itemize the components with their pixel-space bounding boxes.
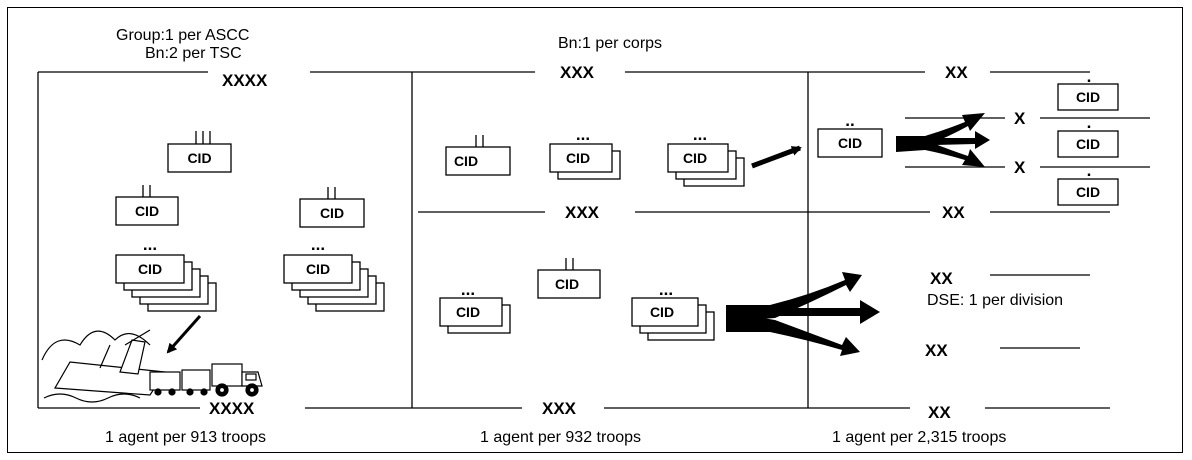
arrow-icon bbox=[751, 145, 802, 169]
cid-label: CID bbox=[566, 150, 590, 166]
arrow-icon bbox=[166, 315, 202, 354]
unit-dots: . bbox=[1087, 113, 1092, 132]
division-echelon-middle: XX bbox=[942, 203, 965, 222]
cid-detachment-unit: .. CID bbox=[817, 111, 883, 158]
arrow-icon bbox=[726, 272, 880, 356]
brigade-echelon-lower: X bbox=[1014, 158, 1026, 177]
cid-label: CID bbox=[838, 135, 862, 151]
company-dots: ... bbox=[659, 280, 673, 299]
division-echelon-upper: XX bbox=[930, 269, 953, 288]
division-ratio: 1 agent per 2,315 troops bbox=[832, 429, 1006, 446]
cid-label: CID bbox=[138, 261, 162, 277]
cid-company-stack: ... CID bbox=[115, 235, 217, 312]
corps-echelon-middle: XXX bbox=[565, 203, 600, 222]
bn-corps-note: Bn:1 per corps bbox=[558, 35, 662, 52]
company-dots: ... bbox=[461, 280, 475, 299]
cid-company-stack: ... CID bbox=[283, 235, 385, 312]
unit-dots: . bbox=[1087, 67, 1092, 86]
cid-label: CID bbox=[320, 205, 344, 221]
division-echelon-bottom: XX bbox=[928, 403, 951, 422]
cid-team-unit: . CID bbox=[1057, 67, 1119, 111]
company-dots: ... bbox=[576, 125, 590, 144]
arrow-icon bbox=[896, 113, 990, 167]
army-echelon-top: XXXX bbox=[222, 71, 268, 90]
company-dots: ... bbox=[311, 235, 325, 254]
cid-battalion-unit: CID bbox=[537, 258, 601, 299]
diagram-frame bbox=[7, 7, 1183, 453]
company-dots: ... bbox=[693, 125, 707, 144]
company-dots: ... bbox=[143, 235, 157, 254]
division-echelon-top: XX bbox=[945, 63, 968, 82]
cid-battalion-unit: CID bbox=[299, 187, 365, 228]
corps-echelon-bottom: XXX bbox=[542, 399, 577, 418]
cid-company-stack: ... CID bbox=[667, 125, 745, 187]
group-note: Group:1 per ASCC bbox=[116, 27, 249, 44]
ship-and-truck-icon bbox=[41, 329, 263, 403]
cid-label: CID bbox=[135, 203, 159, 219]
corps-echelon-top: XXX bbox=[560, 63, 595, 82]
cid-company-stack: ... CID bbox=[549, 125, 621, 180]
cid-team-unit: . CID bbox=[1057, 113, 1119, 158]
dse-note: DSE: 1 per division bbox=[927, 292, 1063, 309]
division-echelon-lower: XX bbox=[925, 341, 948, 360]
cid-group-unit: CID bbox=[167, 131, 232, 173]
cid-label: CID bbox=[187, 150, 211, 166]
cid-battalion-unit: CID bbox=[115, 185, 179, 226]
cid-label: CID bbox=[1076, 136, 1100, 152]
cid-battalion-unit: CID bbox=[445, 135, 511, 176]
corps-ratio: 1 agent per 932 troops bbox=[480, 429, 641, 446]
cid-label: CID bbox=[1076, 89, 1100, 105]
cid-label: CID bbox=[683, 150, 707, 166]
cid-label: CID bbox=[456, 304, 480, 320]
cid-label: CID bbox=[306, 261, 330, 277]
brigade-echelon-upper: X bbox=[1014, 109, 1026, 128]
bn-tsc-note: Bn:2 per TSC bbox=[145, 45, 242, 62]
cid-team-unit: . CID bbox=[1057, 161, 1119, 206]
army-echelon-bottom: XXXX bbox=[209, 399, 255, 418]
cid-company-stack: ... CID bbox=[631, 280, 715, 341]
cid-label: CID bbox=[454, 153, 478, 169]
army-ratio: 1 agent per 913 troops bbox=[105, 429, 266, 446]
cid-label: CID bbox=[555, 276, 579, 292]
cid-label: CID bbox=[650, 304, 674, 320]
unit-dots: . bbox=[1087, 161, 1092, 180]
cid-label: CID bbox=[1076, 184, 1100, 200]
cid-company-stack: ... CID bbox=[439, 280, 511, 334]
echelon-lines bbox=[37, 71, 1150, 409]
unit-dots: .. bbox=[845, 111, 854, 130]
